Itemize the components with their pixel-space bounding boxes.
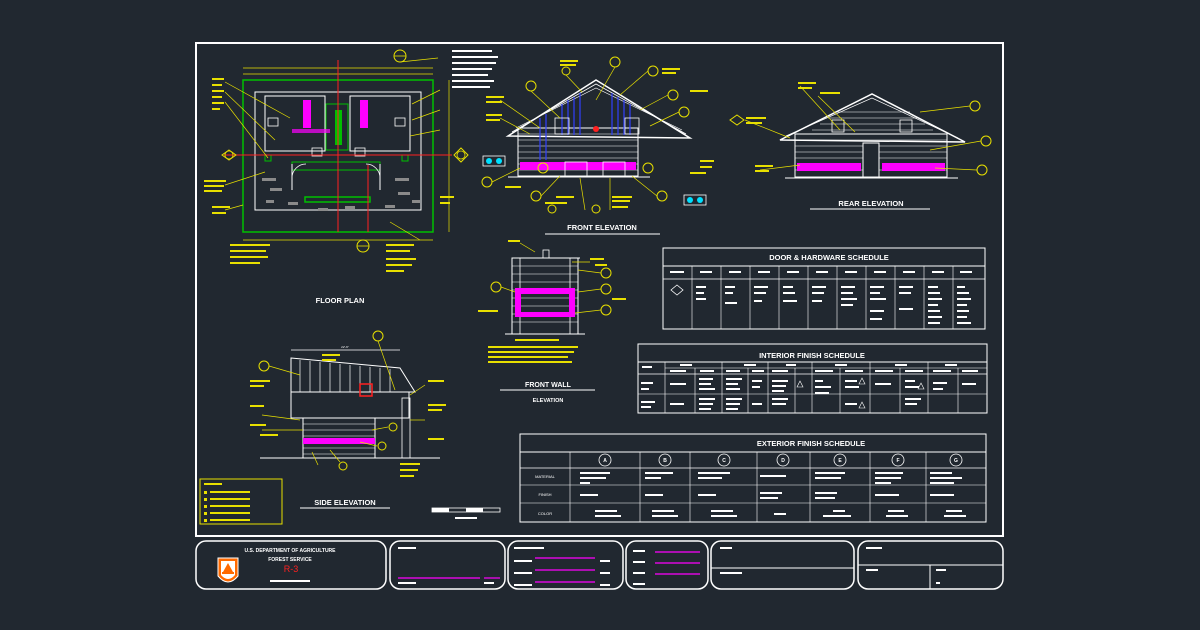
floor-plan-title: FLOOR PLAN xyxy=(316,296,365,305)
rear-elevation: REAR ELEVATION xyxy=(729,82,992,210)
front-wall: FRONT WALL ELEVATION xyxy=(478,240,626,404)
rear-elevation-title: REAR ELEVATION xyxy=(838,199,903,208)
floor-plan: FLOOR PLAN xyxy=(204,49,498,305)
side-elevation: 22'-6" xyxy=(250,330,446,509)
dimension-label: 22'-6" xyxy=(341,345,349,349)
title-block: U.S. DEPARTMENT OF AGRICULTURE FOREST SE… xyxy=(195,540,1004,590)
ext-key-g: G xyxy=(954,458,958,464)
front-elevation: FRONT ELEVATION xyxy=(481,56,714,235)
front-elevation-title: FRONT ELEVATION xyxy=(567,223,637,232)
legend-box xyxy=(199,478,283,525)
ext-key-b: B xyxy=(663,458,667,464)
sheet-border xyxy=(195,42,1004,537)
interior-schedule-title: INTERIOR FINISH SCHEDULE xyxy=(759,351,865,360)
door-schedule-title: DOOR & HARDWARE SCHEDULE xyxy=(769,253,889,262)
ext-key-c: C xyxy=(722,458,726,464)
forest-service-shield-icon xyxy=(217,557,239,583)
exterior-schedule-title: EXTERIOR FINISH SCHEDULE xyxy=(757,439,865,448)
side-elevation-title: SIDE ELEVATION xyxy=(314,498,375,507)
exterior-finish-schedule: A B C D E F G MATERIAL FINISH COLOR xyxy=(519,433,987,523)
door-hardware-schedule: DOOR & HARDWARE SCHEDULE xyxy=(662,247,986,330)
ext-key-d: D xyxy=(781,458,785,464)
front-wall-title: FRONT WALL xyxy=(525,382,572,389)
ext-key-f: F xyxy=(896,458,899,464)
ext-row-color: COLOR xyxy=(538,511,552,516)
ext-key-e: E xyxy=(838,458,842,464)
ext-key-a: A xyxy=(603,458,607,464)
ext-row-material: MATERIAL xyxy=(535,474,555,479)
front-wall-subtitle: ELEVATION xyxy=(533,398,564,404)
interior-finish-schedule: INTERIOR FINISH SCHEDULE xyxy=(637,343,988,414)
agency-line-1: U.S. DEPARTMENT OF AGRICULTURE xyxy=(244,548,336,554)
ext-row-finish: FINISH xyxy=(538,492,551,497)
agency-line-2: FOREST SERVICE xyxy=(268,557,312,563)
scale-bar xyxy=(431,507,501,519)
region-label: R-3 xyxy=(284,564,299,574)
